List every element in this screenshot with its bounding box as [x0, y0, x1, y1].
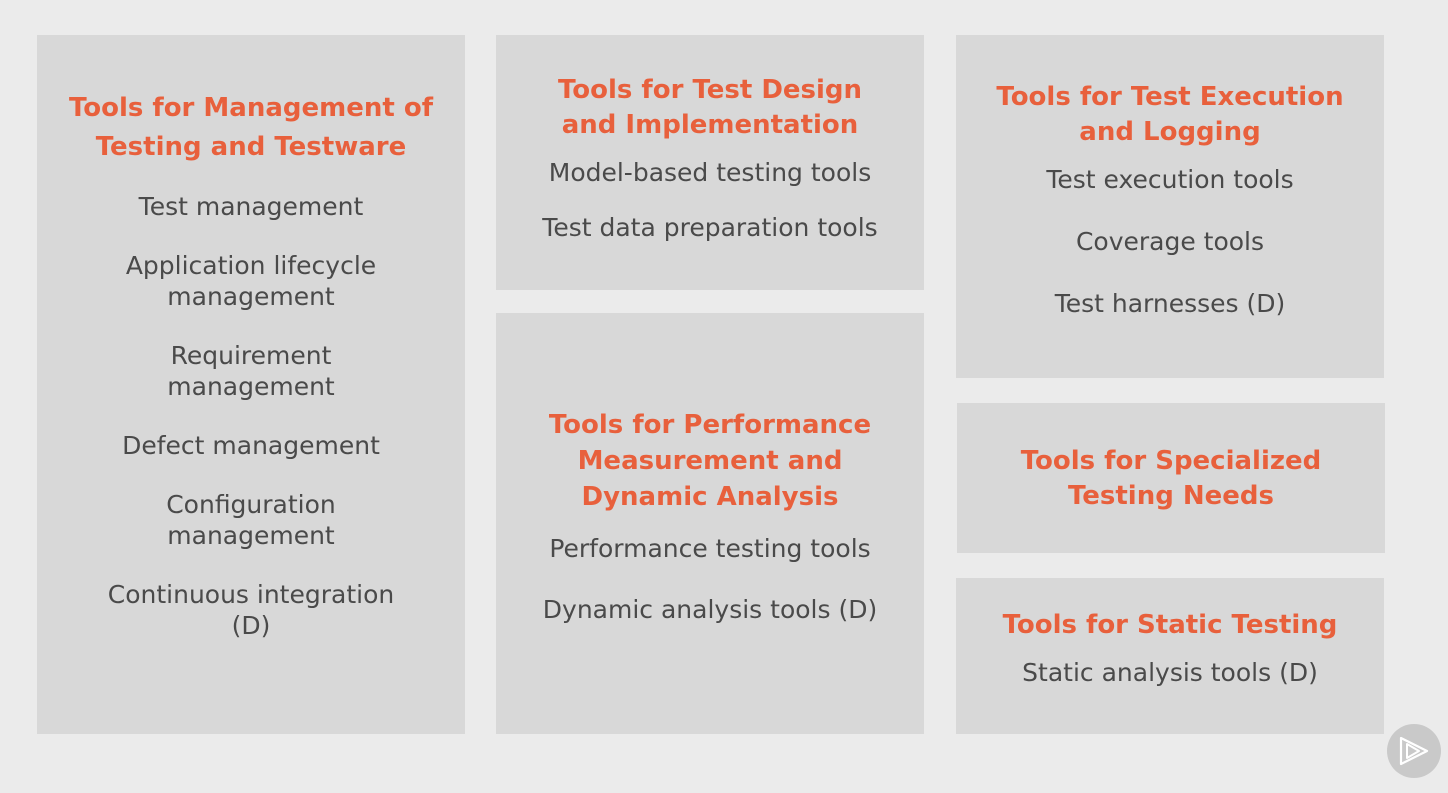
list-item-defect-management: Defect management [122, 431, 380, 460]
play-logo-glyph [1399, 736, 1429, 766]
play-logo-icon [1387, 724, 1441, 778]
list-item-static-analysis-tools: Static analysis tools (D) [1022, 658, 1318, 687]
panel-title-static: Tools for Static Testing [1002, 610, 1338, 640]
panel-design: Tools for Test Design and Implementation… [496, 35, 924, 290]
panel-title-management: Tools for Management of Testing and Test… [68, 93, 434, 162]
panel-list-design: Model-based testing tools Test data prep… [542, 157, 877, 267]
panel-list-management: Test management Application lifecycle ma… [86, 191, 416, 669]
panel-performance: Tools for Performance Measurement and Dy… [496, 313, 924, 734]
list-item-test-harnesses: Test harnesses (D) [1054, 289, 1286, 318]
list-item-application-lifecycle-management: Application lifecycle management [125, 251, 377, 311]
list-item-test-management: Test management [138, 192, 364, 221]
list-item-test-execution-tools: Test execution tools [1046, 165, 1294, 194]
list-item-test-data-preparation-tools: Test data preparation tools [542, 213, 878, 242]
panel-specialized: Tools for Specialized Testing Needs [957, 403, 1385, 553]
list-item-continuous-integration: Continuous integration (D) [107, 580, 395, 640]
panel-execution: Tools for Test Execution and Logging Tes… [956, 35, 1384, 378]
panel-title-specialized: Tools for Specialized Testing Needs [1020, 446, 1322, 511]
panel-list-static: Static analysis tools (D) [1022, 657, 1318, 688]
panel-title-design: Tools for Test Design and Implementation [557, 75, 863, 140]
panel-list-performance: Performance testing tools Dynamic analys… [543, 533, 877, 655]
list-item-configuration-management: Configuration management [166, 490, 336, 550]
panel-list-execution: Test execution tools Coverage tools Test… [1046, 164, 1293, 350]
list-item-requirement-management: Requirement management [167, 341, 335, 401]
list-item-dynamic-analysis-tools: Dynamic analysis tools (D) [542, 595, 878, 624]
list-item-coverage-tools: Coverage tools [1075, 227, 1265, 256]
panel-title-performance: Tools for Performance Measurement and Dy… [548, 410, 872, 512]
list-item-model-based-testing-tools: Model-based testing tools [548, 158, 872, 187]
panel-title-execution: Tools for Test Execution and Logging [996, 82, 1344, 147]
panel-management: Tools for Management of Testing and Test… [37, 35, 465, 734]
panel-static: Tools for Static Testing Static analysis… [956, 578, 1384, 734]
list-item-performance-testing-tools: Performance testing tools [549, 534, 871, 563]
